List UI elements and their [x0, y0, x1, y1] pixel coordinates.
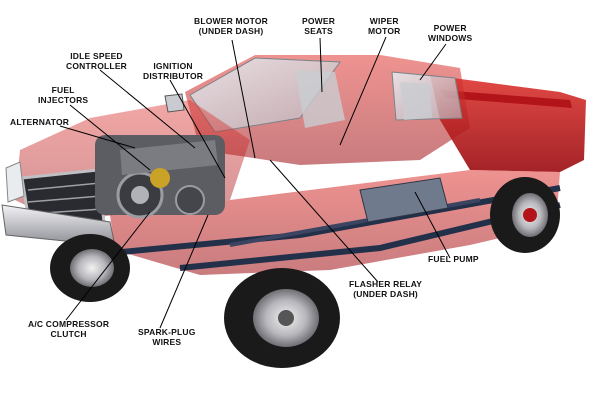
- label-ignition-distributor: IGNITION DISTRIBUTOR: [143, 61, 204, 81]
- label-line: MOTOR: [368, 25, 401, 36]
- side-body: [110, 170, 560, 275]
- label-line: POWER: [302, 16, 336, 26]
- label-power-windows: POWER WINDOWS: [428, 23, 473, 43]
- label-line: FLASHER RELAY: [349, 279, 423, 289]
- label-line: CLUTCH: [50, 328, 87, 339]
- label-line: DISTRIBUTOR: [143, 70, 204, 81]
- label-alternator: ALTERNATOR: [10, 117, 70, 128]
- label-line: WINDOWS: [428, 32, 473, 43]
- label-line: WIRES: [152, 336, 182, 347]
- label-line: INJECTORS: [38, 94, 89, 105]
- fuel-tank: [359, 177, 449, 223]
- label-line: FUEL: [51, 85, 75, 95]
- seat: [295, 70, 345, 128]
- label-line: SPARK-PLUG: [138, 327, 196, 337]
- leader-lines: [59, 36, 451, 329]
- label-idle-speed-controller: IDLE SPEED CONTROLLER: [66, 51, 128, 71]
- label-line: (UNDER DASH): [198, 25, 264, 36]
- label-line: POWER: [433, 23, 467, 33]
- label-flasher-relay: FLASHER RELAY (UNDER DASH): [349, 279, 423, 299]
- label-blower-motor: BLOWER MOTOR (UNDER DASH): [194, 16, 269, 36]
- front-right-wheel: [224, 268, 340, 368]
- label-line: IGNITION: [153, 61, 193, 71]
- label-line: A/C COMPRESSOR: [28, 319, 110, 329]
- label-ac-compressor-clutch: A/C COMPRESSOR CLUTCH: [28, 319, 110, 339]
- label-line: ALTERNATOR: [10, 117, 70, 127]
- label-wiper-motor: WIPER MOTOR: [368, 16, 401, 36]
- rear-wheel: [490, 177, 560, 253]
- label-line: WIPER: [369, 16, 399, 26]
- engine: [95, 135, 225, 219]
- label-line: IDLE SPEED: [70, 51, 123, 61]
- bed-rail: [440, 90, 572, 108]
- seat-2: [400, 82, 432, 120]
- label-line: BLOWER MOTOR: [194, 16, 269, 26]
- label-fuel-pump: FUEL PUMP: [428, 254, 479, 265]
- label-line: (UNDER DASH): [353, 288, 418, 299]
- side-mirror: [164, 93, 185, 113]
- label-spark-plug-wires: SPARK-PLUG WIRES: [138, 327, 196, 347]
- headlight: [5, 161, 25, 203]
- label-line: CONTROLLER: [66, 60, 128, 71]
- label-line: SEATS: [304, 25, 333, 36]
- label-power-seats: POWER SEATS: [302, 16, 336, 36]
- label-line: FUEL PUMP: [428, 254, 479, 264]
- front-left-wheel: [50, 234, 130, 302]
- label-fuel-injectors: FUEL INJECTORS: [38, 85, 89, 105]
